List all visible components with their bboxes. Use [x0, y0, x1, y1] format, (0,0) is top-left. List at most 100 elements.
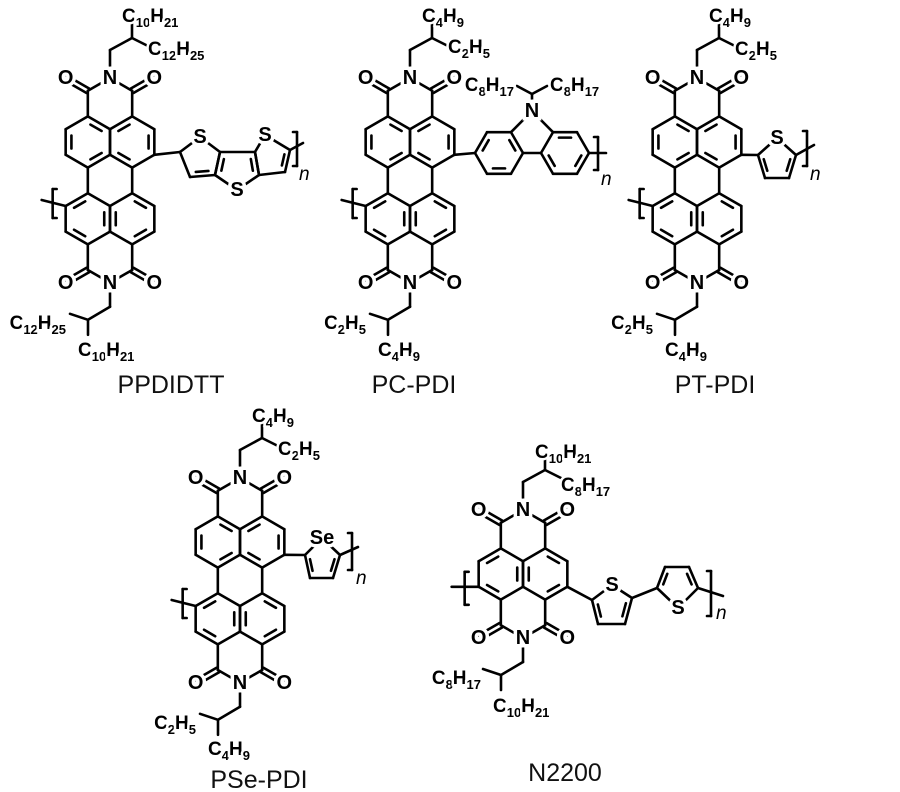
- carbonyl-bond: [262, 478, 287, 495]
- ring-bond: [695, 230, 721, 246]
- carbazole-chain-left: C8H17: [465, 75, 514, 99]
- ring-bond: [717, 115, 743, 131]
- carbonyl-bond: [262, 666, 287, 682]
- ring-bond: [695, 153, 721, 169]
- alkyl-bond: [430, 36, 450, 48]
- ring-bond: [717, 230, 743, 246]
- ring-bond: [213, 150, 222, 177]
- bond: [521, 508, 547, 525]
- ring-bond: [216, 630, 242, 646]
- carbonyl-bond: [429, 270, 455, 287]
- double-bond-inner: [417, 151, 431, 161]
- double-bond-inner: [219, 523, 233, 533]
- top-chain-lower: C2H5: [448, 37, 490, 61]
- double-bond-inner: [485, 555, 500, 565]
- bond-layer: [40, 22, 816, 737]
- double-bond-inner: [433, 228, 448, 238]
- ring-bond: [473, 130, 489, 155]
- carbonyl-bond: [365, 74, 391, 90]
- ring-bond: [263, 133, 292, 152]
- ring-bond: [695, 115, 721, 131]
- double-bond-inner: [485, 583, 500, 593]
- bond: [386, 76, 412, 93]
- oxygen-atom: O: [188, 672, 204, 694]
- double-bond-inner: [219, 551, 233, 561]
- ring-bond: [364, 191, 390, 208]
- double-bond-inner: [202, 600, 217, 610]
- ring-bond: [430, 153, 456, 169]
- structure-label: PSe-PDI: [210, 766, 307, 792]
- bottom-chain-left: C2H5: [154, 713, 196, 737]
- carbonyl-bond: [193, 478, 218, 495]
- nitrogen-atom: N: [690, 67, 704, 89]
- top-chain-upper: C10H21: [535, 442, 591, 466]
- nitrogen-atom: N: [403, 272, 417, 294]
- carbonyl-bond: [476, 510, 501, 527]
- top-chain-upper: C4H9: [252, 406, 294, 430]
- alkyl-bond: [530, 84, 549, 96]
- double-bond-inner: [685, 572, 693, 586]
- ring-bond: [260, 553, 286, 569]
- ring-bond: [386, 230, 412, 246]
- ring-bond: [216, 515, 242, 531]
- ring-bond: [386, 191, 412, 208]
- ring-bond: [408, 153, 434, 169]
- structure-label: PT-PDI: [675, 371, 756, 399]
- ring-bond: [676, 586, 700, 610]
- ring-bond: [543, 547, 569, 563]
- bond: [108, 76, 134, 93]
- alkyl-bond: [408, 36, 434, 52]
- oxygen-atom: O: [560, 499, 576, 521]
- double-bond-inner: [249, 157, 255, 172]
- double-bond-inner: [280, 153, 286, 167]
- alkyl-bond: [481, 667, 503, 677]
- alkyl-bond: [543, 468, 563, 480]
- alkyl-bond: [386, 305, 412, 322]
- carbonyl-bond: [476, 621, 501, 638]
- ring-bond: [623, 596, 634, 626]
- bond: [673, 76, 699, 93]
- ring-bond: [364, 153, 390, 169]
- ring-bond: [386, 115, 412, 131]
- ring-bond: [130, 153, 156, 169]
- repeat-unit-n: n: [716, 603, 727, 624]
- nitrogen-atom: N: [690, 272, 704, 294]
- double-bond-inner: [596, 603, 603, 618]
- ring-bond: [64, 230, 90, 246]
- alkyl-bond: [695, 36, 721, 52]
- carbonyl-bond: [542, 506, 568, 522]
- bottom-chain-down: C4H9: [378, 340, 420, 364]
- carbonyl-bond: [259, 474, 285, 490]
- ring-bond: [756, 153, 767, 180]
- double-bond-inner: [481, 138, 490, 152]
- ring-bond: [257, 170, 287, 177]
- ring-bond: [253, 150, 261, 177]
- carbonyl-bond: [363, 78, 388, 95]
- repeat-unit-n: n: [601, 169, 612, 190]
- ring-bond: [108, 191, 134, 208]
- double-bond-inner: [247, 523, 261, 533]
- ring-bond: [717, 153, 743, 169]
- ring-bond: [499, 585, 525, 601]
- top-chain-lower: C12H25: [148, 39, 204, 63]
- double-bond-inner: [704, 123, 718, 133]
- oxygen-atom: O: [471, 499, 487, 521]
- alkyl-bond: [216, 705, 242, 722]
- double-bond-inner: [546, 583, 561, 593]
- ring-bond: [521, 547, 547, 563]
- double-bond-inner: [389, 151, 403, 161]
- structure-label: PC-PDI: [372, 371, 457, 399]
- ring-bond: [509, 130, 525, 155]
- top-chain-lower: C2H5: [278, 439, 320, 463]
- alkyl-bond: [655, 312, 677, 322]
- top-chain-upper: C4H9: [709, 6, 751, 30]
- bond: [238, 476, 264, 493]
- bond: [499, 508, 525, 525]
- ring-bond: [130, 230, 156, 246]
- oxygen-atom: O: [147, 272, 163, 294]
- ring-bond: [303, 536, 324, 557]
- double-bond-inner: [220, 157, 226, 172]
- ring-bond: [238, 515, 264, 531]
- bond: [695, 268, 721, 285]
